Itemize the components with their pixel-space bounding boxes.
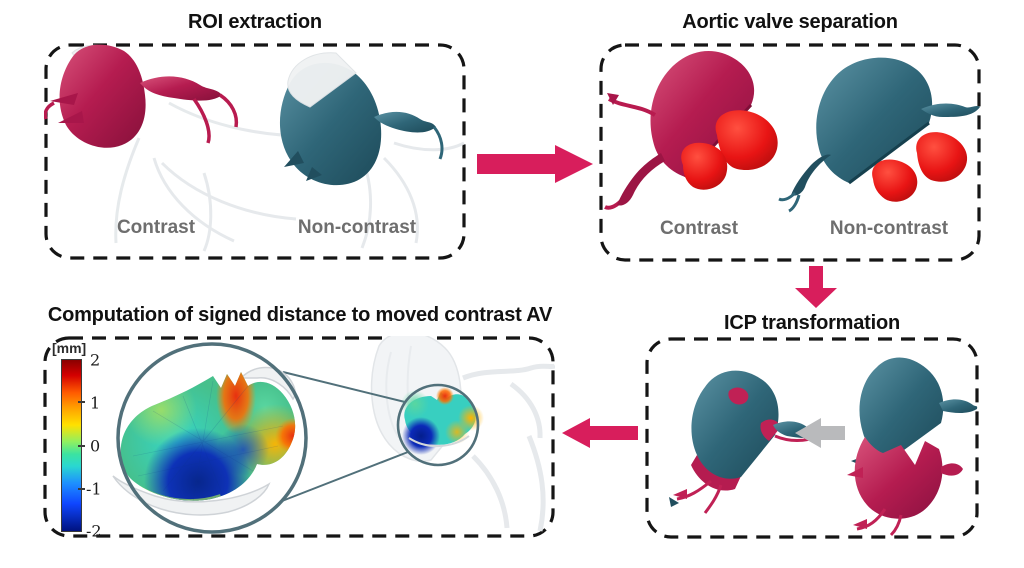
colorbar-tickmark [78, 445, 85, 447]
icp-alignment-arrow-icon [795, 418, 845, 448]
separation-panel-border [599, 43, 981, 262]
colorbar-unit-label: [mm] [52, 340, 87, 356]
contrast-aorta-model [44, 44, 239, 148]
non-contrast-aorta-model [279, 52, 444, 186]
source-circle [396, 383, 480, 467]
non-contrast-valve-red [916, 132, 968, 182]
roi-panel-title: ROI extraction [188, 11, 322, 33]
flow-arrow-right-icon [477, 145, 593, 183]
distance-panel-title: Computation of signed distance to moved … [47, 304, 553, 326]
icp-panel-illustration [669, 357, 978, 537]
faint-vessel-tree [114, 101, 465, 252]
magnifier-callout-lines [281, 371, 409, 502]
contrast-aorta-with-valve [604, 50, 778, 210]
colorbar-tickmark [78, 401, 85, 403]
roi-contrast-label: Contrast [116, 217, 196, 238]
magnified-valve-surface [112, 342, 308, 534]
roi-panel-border [44, 43, 466, 260]
roi-noncontrast-label: Non-contrast [297, 217, 417, 238]
non-contrast-aorta-with-valve [778, 57, 980, 213]
contrast-valve-red [715, 110, 778, 171]
colorbar-tick-neg1: -1 [86, 479, 102, 499]
roi-panel-illustration [44, 44, 465, 252]
icp-panel-border [645, 337, 979, 539]
icp-unaligned-model [847, 357, 978, 537]
distance-panel-illustration [112, 336, 555, 534]
colorbar-tickmark [78, 488, 85, 490]
distance-panel-border [43, 336, 555, 538]
colorbar-tick-neg2: -2 [86, 521, 102, 541]
colorbar-tick-0: 0 [90, 436, 101, 456]
separation-contrast-label: Contrast [659, 218, 739, 239]
icp-aligned-model [669, 370, 821, 514]
icp-panel-title: ICP transformation [723, 312, 901, 334]
flow-arrow-down-icon [795, 266, 837, 308]
colorbar-tick-1: 1 [90, 393, 101, 413]
separation-panel-illustration [604, 50, 980, 213]
separation-noncontrast-label: Non-contrast [829, 218, 949, 239]
separation-panel-title: Aortic valve separation [682, 11, 898, 33]
flow-arrow-left-icon [562, 418, 638, 448]
colorbar-tick-2: 2 [90, 350, 101, 370]
magnifier-circle [116, 342, 308, 534]
source-valve-region [396, 383, 484, 467]
